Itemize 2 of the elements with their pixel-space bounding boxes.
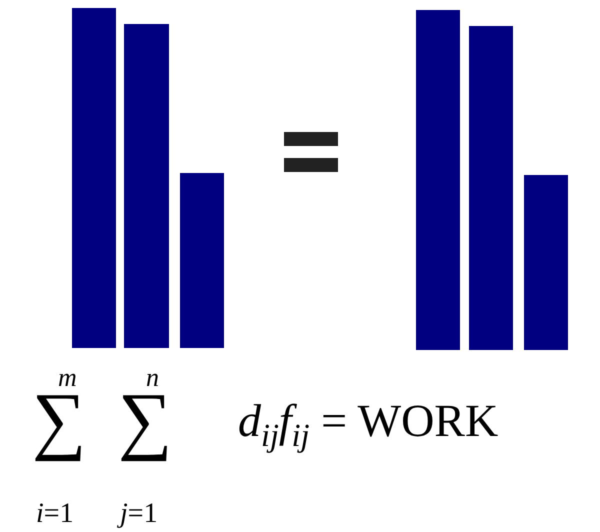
formula-text: d$_{ij}$f$_{ij}$ = WORK — [238, 398, 498, 452]
summation-index: i=1 — [36, 500, 74, 528]
